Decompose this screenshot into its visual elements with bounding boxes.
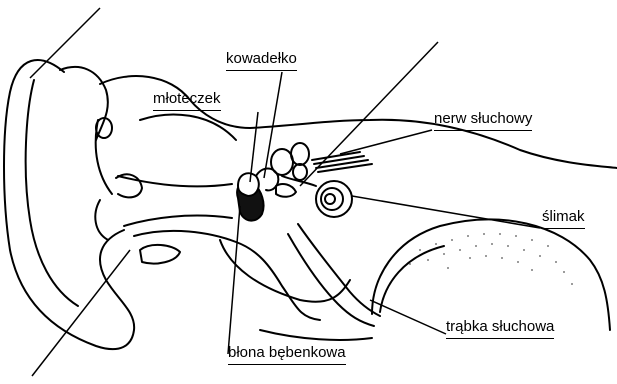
- lower-skull-line: [220, 240, 350, 302]
- label-slimak: ślimak: [542, 208, 585, 229]
- jaw-line: [260, 330, 372, 340]
- canal-1: [271, 149, 293, 175]
- helix-fold: [60, 67, 108, 140]
- leader-blona: [228, 206, 240, 354]
- auricle-inner-fold: [26, 80, 78, 306]
- label-nerw-sluchowy: nerw słuchowy: [434, 110, 532, 131]
- ear-canal-bottom: [124, 216, 232, 226]
- leader-mloteczek: [250, 112, 258, 182]
- leader-bottom-left: [32, 250, 130, 376]
- nerve-strand-4: [318, 164, 372, 172]
- skull-base-inner: [380, 246, 444, 312]
- stapes-shape: [276, 184, 296, 197]
- canal-3: [293, 164, 307, 180]
- skull-base-dome: [372, 219, 610, 330]
- antihelix: [96, 120, 112, 194]
- label-blona-bebenkowa: błona bębenkowa: [228, 344, 346, 365]
- tragus: [95, 200, 108, 240]
- label-kowadelko: kowadełko: [226, 50, 297, 71]
- leader-slimak: [352, 196, 540, 228]
- auricle-outline: [4, 60, 134, 349]
- stipple-area: [409, 233, 573, 285]
- bone-lobe: [140, 245, 180, 264]
- cochlea-inner: [325, 194, 335, 204]
- leader-nerw: [340, 130, 432, 154]
- leader-trabka: [370, 300, 446, 334]
- canal-2: [291, 143, 309, 165]
- label-trabka-sluchowa: trąbka słuchowa: [446, 318, 554, 339]
- tissue-line: [140, 115, 236, 140]
- label-mloteczek: młoteczek: [153, 90, 221, 111]
